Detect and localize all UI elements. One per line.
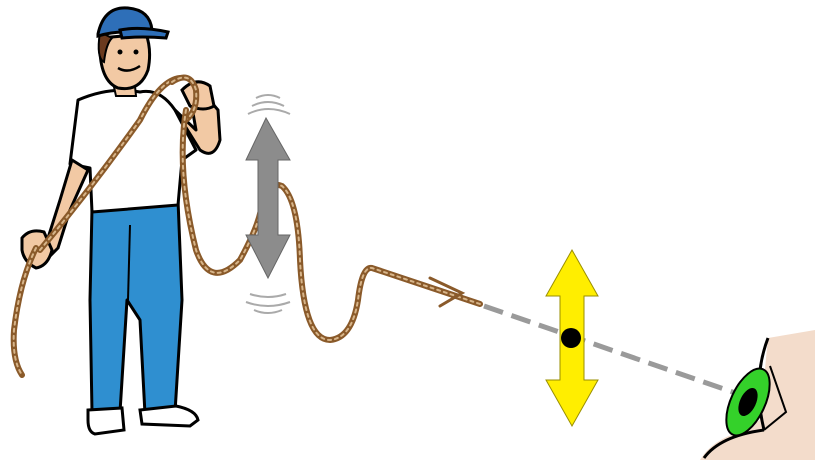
vibration-point [561, 328, 581, 348]
right-shoe [140, 406, 198, 426]
vibration-arrow-yellow [546, 250, 598, 426]
rope-wave [183, 110, 480, 340]
jeans [90, 200, 182, 414]
left-shoe [88, 408, 124, 434]
light-ray [484, 306, 750, 398]
cap-brim [120, 28, 168, 38]
vibration-arrow-gray [246, 95, 290, 313]
eye [700, 330, 815, 460]
